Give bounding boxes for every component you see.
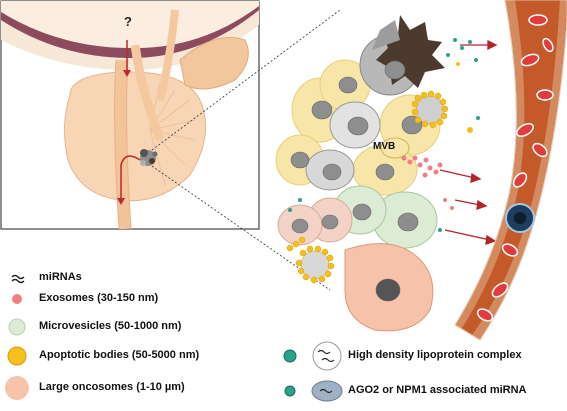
question-mark: ? — [124, 14, 132, 29]
exosome-dots — [401, 155, 443, 178]
mvb — [380, 137, 410, 159]
apoptotic-body-icon — [7, 346, 27, 366]
prostate-anatomy-panel — [0, 0, 260, 230]
legend-apoptotic-bodies: Apoptotic bodies (50-5000 nm) — [39, 349, 200, 361]
tumor-mass — [140, 149, 158, 166]
legend-icons — [5, 274, 343, 402]
red-blood-cells — [476, 14, 554, 322]
hdl-sphere-icon — [283, 349, 297, 363]
legend-hdl-complex: High density lipoprotein complex — [348, 349, 522, 361]
large-oncosome-icon — [5, 376, 29, 400]
apoptotic-body-clusters — [286, 90, 449, 284]
legend-ago2: AGO2 or NPM1 associated miRNA — [348, 384, 527, 396]
legend-exosomes: Exosomes (30-150 nm) — [39, 292, 159, 304]
blood-vessel — [454, 0, 567, 341]
legend-mirnas: miRNAs — [39, 271, 82, 283]
legend-large-oncosomes: Large oncosomes (1-10 µm) — [39, 381, 185, 393]
urethra — [114, 59, 131, 229]
tumor-cell-cluster — [275, 15, 498, 332]
mvb-label: MVB — [373, 141, 396, 152]
seminal-vesicle — [179, 37, 249, 90]
legend-microvesicles: Microvesicles (50-1000 nm) — [39, 320, 182, 332]
ago2-complex-icon — [311, 380, 343, 402]
mirna-icon — [11, 274, 25, 280]
scattered-particles — [288, 38, 480, 232]
exosome-icon — [12, 294, 22, 304]
microvesicle-icon — [8, 318, 26, 336]
ago2-sphere-icon — [284, 385, 296, 397]
hdl-complex-icon — [312, 341, 342, 371]
